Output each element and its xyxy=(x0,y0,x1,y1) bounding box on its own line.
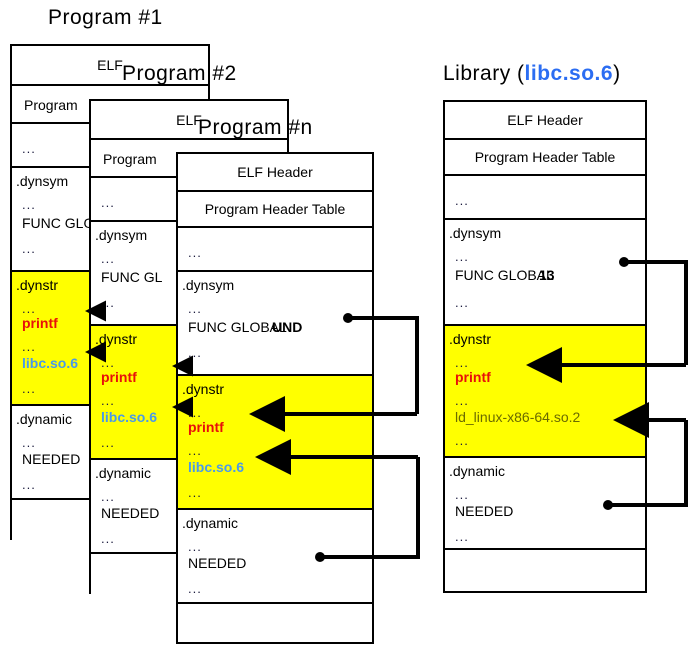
programn-section-elf-header: ELF Header xyxy=(178,154,372,192)
symbol-entry: FUNC GLO xyxy=(22,215,95,231)
program1-section-elf-header: ELF xyxy=(12,46,208,86)
dynamic-entry-needed: NEEDED xyxy=(455,503,514,519)
library-section-dynamic: .dynamic ... NEEDED ... xyxy=(445,458,645,550)
programn-title: Program #n xyxy=(198,116,313,139)
programn-section-program-header-table: Program Header Table xyxy=(178,192,372,228)
ellipsis: ... xyxy=(455,193,469,208)
ellipsis: ... xyxy=(455,355,469,370)
section-title: .dynstr xyxy=(16,277,59,293)
section-title: .dynsym xyxy=(16,173,69,189)
section-title: .dynamic xyxy=(182,515,239,531)
dynamic-entry-needed: NEEDED xyxy=(22,451,81,467)
ellipsis: ... xyxy=(101,435,115,450)
ellipsis: ... xyxy=(101,251,115,266)
ellipsis: ... xyxy=(101,195,115,210)
ellipsis: ... xyxy=(101,393,115,408)
soname-libc: libc.so.6 xyxy=(22,355,79,371)
ellipsis: ... xyxy=(188,485,202,500)
ellipsis: ... xyxy=(188,345,202,360)
library-box: ELF Header Program Header Table ... .dyn… xyxy=(443,100,647,593)
library-section-dynsym: .dynsym ... FUNC GLOBAL 13 ... xyxy=(445,220,645,326)
ellipsis: ... xyxy=(455,433,469,448)
library-title-suffix: ) xyxy=(613,62,621,85)
ellipsis: ... xyxy=(22,381,36,396)
ellipsis: ... xyxy=(101,531,115,546)
section-title: Program Header Table xyxy=(474,149,616,165)
ellipsis: ... xyxy=(101,489,115,504)
symbol-index-13: 13 xyxy=(539,267,555,283)
soname-libc: libc.so.6 xyxy=(101,409,158,425)
library-section-dynstr: .dynstr ... printf ... ld_linux-x86-64.s… xyxy=(445,326,645,458)
section-title: .dynamic xyxy=(449,463,506,479)
program2-title: Program #2 xyxy=(122,62,237,85)
programn-section-dynsym: .dynsym ... FUNC GLOBAL UND ... xyxy=(178,272,372,376)
section-title: Program xyxy=(24,97,78,113)
section-title: .dynstr xyxy=(182,381,225,397)
library-section-tail xyxy=(445,550,645,590)
ellipsis: ... xyxy=(455,529,469,544)
library-section-program-header-table: Program Header Table xyxy=(445,140,645,176)
library-title-prefix: Library ( xyxy=(443,62,525,85)
symbol-printf: printf xyxy=(455,369,491,385)
library-title: Library (libc.so.6) xyxy=(443,62,621,86)
section-title: ELF xyxy=(176,111,202,128)
section-title: ELF Header xyxy=(507,112,583,128)
section-title: .dynsym xyxy=(182,277,235,293)
ellipsis: ... xyxy=(455,295,469,310)
ellipsis: ... xyxy=(101,355,115,370)
section-title: Program Header Table xyxy=(204,201,346,217)
ellipsis: ... xyxy=(188,245,202,260)
symbol-index-und: UND xyxy=(272,319,303,335)
soname-libc: libc.so.6 xyxy=(188,459,245,475)
section-title: ELF Header xyxy=(237,164,313,180)
section-title: .dynamic xyxy=(95,465,152,481)
ellipsis: ... xyxy=(22,339,36,354)
programn-section-tail xyxy=(178,604,372,642)
programn-box: ELF Header Program Header Table ... .dyn… xyxy=(176,152,374,644)
ellipsis: ... xyxy=(22,197,36,212)
symbol-entry: FUNC GLOBAL xyxy=(455,267,554,283)
programn-section-gap: ... xyxy=(178,228,372,272)
library-section-elf-header: ELF Header xyxy=(445,102,645,140)
dynamic-entry-needed: NEEDED xyxy=(188,555,247,571)
symbol-entry: FUNC GL xyxy=(101,269,163,285)
library-section-gap: ... xyxy=(445,176,645,220)
ellipsis: ... xyxy=(455,393,469,408)
program1-title: Program #1 xyxy=(48,6,163,29)
ellipsis: ... xyxy=(188,581,202,596)
section-title: .dynamic xyxy=(16,411,73,427)
section-title: .dynstr xyxy=(449,331,492,347)
section-title: ELF xyxy=(97,57,123,73)
ellipsis: ... xyxy=(188,405,202,420)
section-title: .dynsym xyxy=(95,227,148,243)
dynamic-entry-needed: NEEDED xyxy=(101,505,160,521)
ellipsis: ... xyxy=(22,435,36,450)
programn-section-dynstr: .dynstr ... printf ... libc.so.6 ... xyxy=(178,376,372,510)
ellipsis: ... xyxy=(22,141,36,156)
ellipsis: ... xyxy=(188,443,202,458)
ellipsis: ... xyxy=(22,477,36,492)
section-title: Program xyxy=(103,151,157,167)
symbol-printf: printf xyxy=(101,369,137,385)
symbol-entry: FUNC GLOBAL xyxy=(188,319,287,335)
program2-section-elf-header: ELF xyxy=(91,101,287,140)
soname-ld-linux: ld_linux-x86-64.so.2 xyxy=(455,409,581,425)
ellipsis: ... xyxy=(188,301,202,316)
ellipsis: ... xyxy=(22,241,36,256)
ellipsis: ... xyxy=(455,487,469,502)
ellipsis: ... xyxy=(188,539,202,554)
symbol-printf: printf xyxy=(188,419,224,435)
programn-section-dynamic: .dynamic ... NEEDED ... xyxy=(178,510,372,604)
ellipsis: ... xyxy=(455,249,469,264)
symbol-printf: printf xyxy=(22,315,58,331)
section-title: .dynsym xyxy=(449,225,502,241)
section-title: .dynstr xyxy=(95,331,138,347)
ellipsis: ... xyxy=(22,301,36,316)
ellipsis: ... xyxy=(101,295,115,310)
library-title-soname: libc.so.6 xyxy=(524,62,614,85)
